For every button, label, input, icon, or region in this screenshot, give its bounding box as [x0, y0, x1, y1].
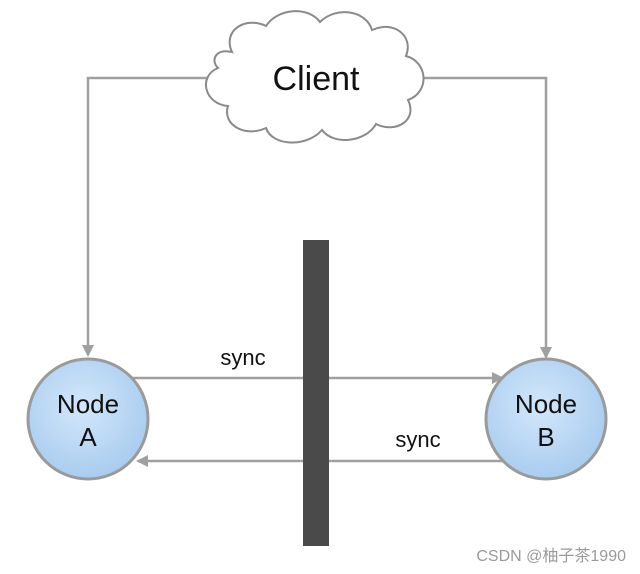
client-to-node-b-arrow — [420, 76, 552, 359]
node-a-label-line2: A — [79, 422, 97, 452]
client-cloud: Client — [205, 10, 425, 144]
sync-a-to-b-label: sync — [220, 345, 265, 370]
node-a-label-line1: Node — [57, 389, 119, 419]
node-b-label-line2: B — [537, 422, 554, 452]
sync-b-to-a-label: sync — [395, 427, 440, 452]
watermark: CSDN @柚子茶1990 — [476, 547, 626, 565]
node-b-label-line1: Node — [515, 389, 577, 419]
node-a: Node A — [26, 357, 150, 481]
network-partition-bar — [303, 240, 329, 546]
node-b: Node B — [484, 357, 608, 481]
client-label: Client — [273, 60, 360, 98]
client-to-node-a-arrow — [82, 76, 210, 357]
